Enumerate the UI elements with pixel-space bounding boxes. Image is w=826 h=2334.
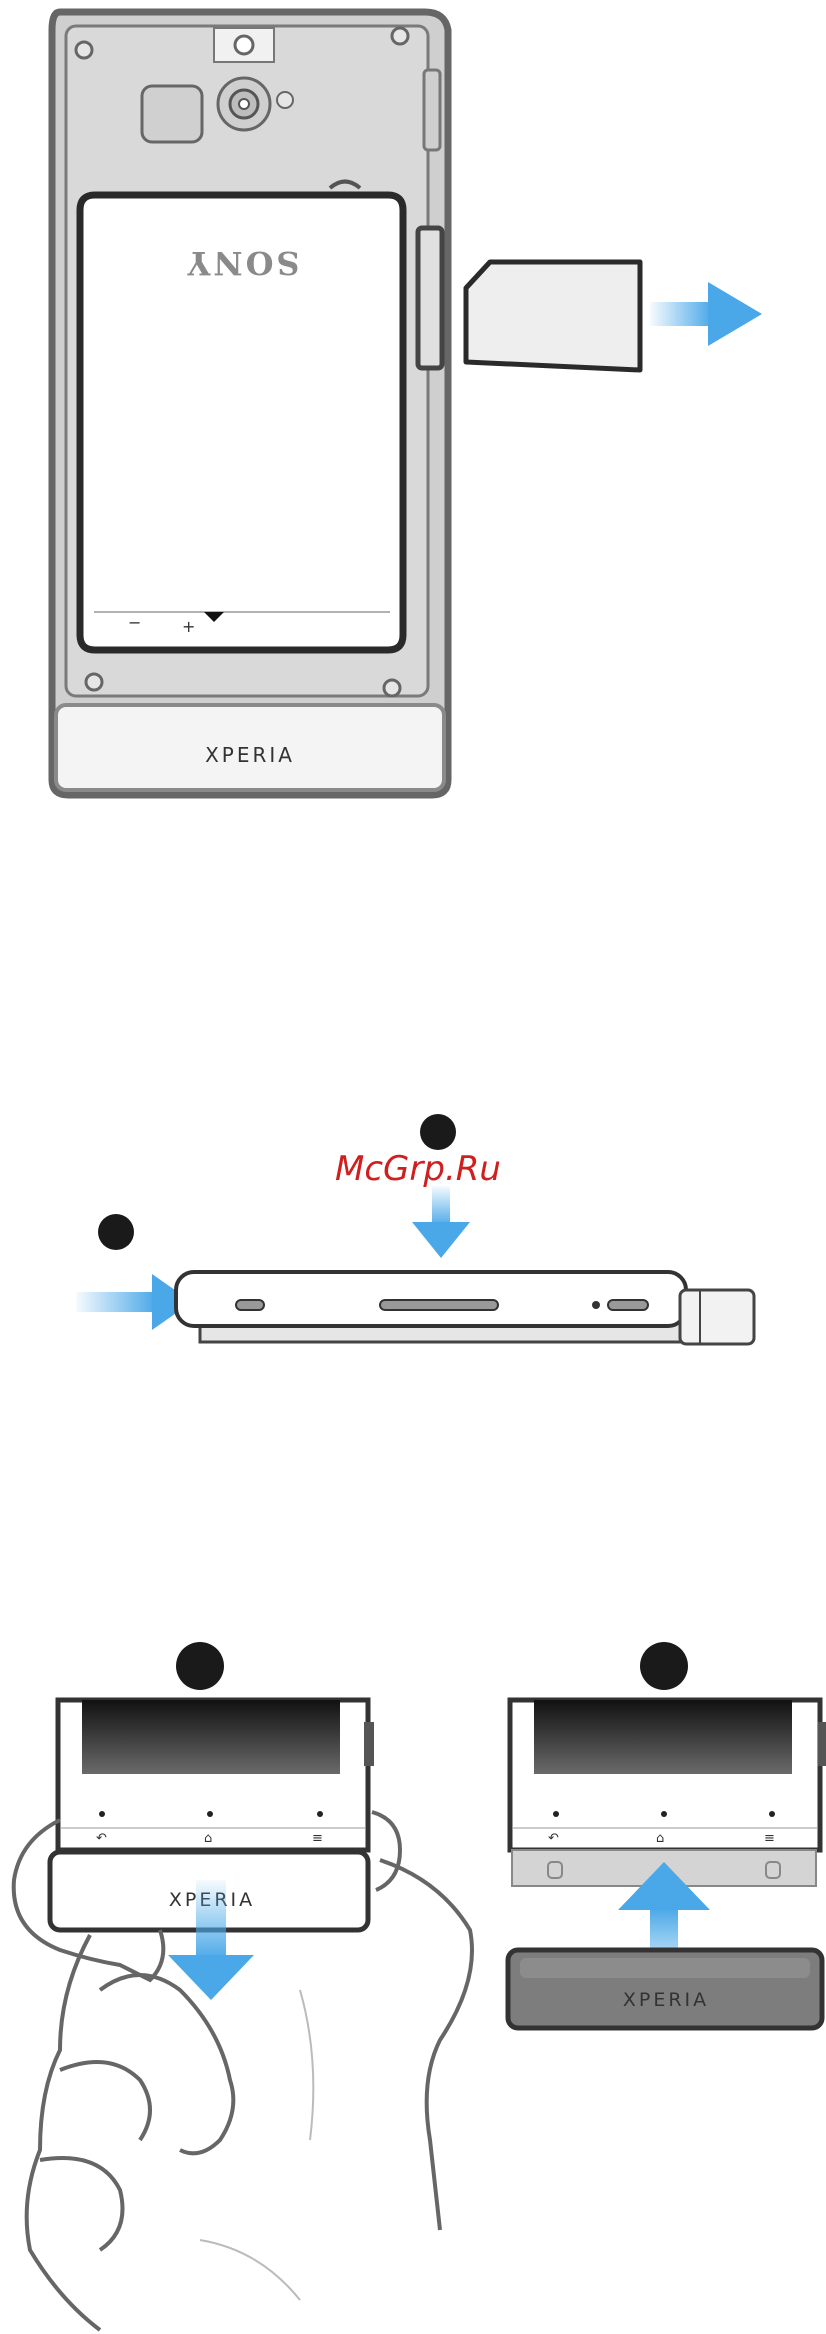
battery-minus: − <box>128 613 141 632</box>
right-finger <box>372 1812 400 1890</box>
left-finger-3 <box>40 2158 123 2250</box>
sensor-icon <box>235 36 253 54</box>
phone-screen <box>82 1700 340 1774</box>
memory-card <box>466 262 640 370</box>
sony-logo: SONY <box>184 244 299 282</box>
power-button <box>236 1300 264 1310</box>
home-key-icon: ⌂ <box>204 1831 212 1846</box>
side-key <box>818 1722 826 1766</box>
phone-back-figure: SONY − + ≡ ⌂ ↺ XPERIA <box>52 12 762 795</box>
hand-crease <box>200 2240 300 2300</box>
screw-icon <box>384 680 400 696</box>
arrow-right-icon <box>650 282 762 346</box>
menu-key-icon: ≡ <box>312 1831 323 1846</box>
step-marker-2 <box>420 1114 456 1150</box>
screw-icon <box>392 28 408 44</box>
cover-highlight <box>520 1958 810 1978</box>
menu-key-icon: ≡ <box>764 1831 775 1846</box>
indicator-dot <box>769 1811 775 1817</box>
left-hand <box>27 1935 100 2330</box>
volume-button <box>380 1300 498 1310</box>
left-finger-2 <box>60 2062 150 2140</box>
camera-button <box>608 1300 648 1310</box>
cover-attach-figure: ↶ ⌂ ≡ XPERIA <box>508 1642 826 2028</box>
right-hand <box>380 1860 472 2230</box>
battery-plus: + <box>182 617 195 636</box>
step-marker-1 <box>98 1214 134 1250</box>
watermark: McGrp.Ru <box>335 1149 501 1189</box>
left-fingers <box>100 1975 233 2153</box>
hand-crease <box>300 1990 313 2140</box>
step-marker-2 <box>640 1642 688 1690</box>
indicator-dot <box>553 1811 559 1817</box>
arrow-down-icon <box>412 1186 470 1258</box>
mic-icon <box>277 92 293 108</box>
cover-removal-figure: ↶ ⌂ ≡ XPERIA <box>14 1642 472 2330</box>
brand-label: XPERIA <box>205 743 295 767</box>
indicator-dot <box>661 1811 667 1817</box>
phone-side-figure: McGrp.Ru <box>76 1114 754 1344</box>
side-cover <box>680 1290 754 1344</box>
home-key-icon: ⌂ <box>656 1831 664 1846</box>
side-key <box>364 1722 374 1766</box>
camera-button-dot <box>592 1301 600 1309</box>
screw-icon <box>86 674 102 690</box>
indicator-dot <box>317 1811 323 1817</box>
back-key-icon: ↶ <box>548 1831 559 1846</box>
flash-module <box>142 86 202 142</box>
phone-screen <box>534 1700 792 1774</box>
indicator-dot <box>99 1811 105 1817</box>
brand-label: XPERIA <box>623 1989 709 2011</box>
camera-lens-center <box>239 99 249 109</box>
card-slot <box>418 228 442 368</box>
screw-icon <box>76 42 92 58</box>
side-button <box>424 70 440 150</box>
indicator-dot <box>207 1811 213 1817</box>
back-key-icon: ↶ <box>96 1831 107 1846</box>
step-marker-1 <box>176 1642 224 1690</box>
